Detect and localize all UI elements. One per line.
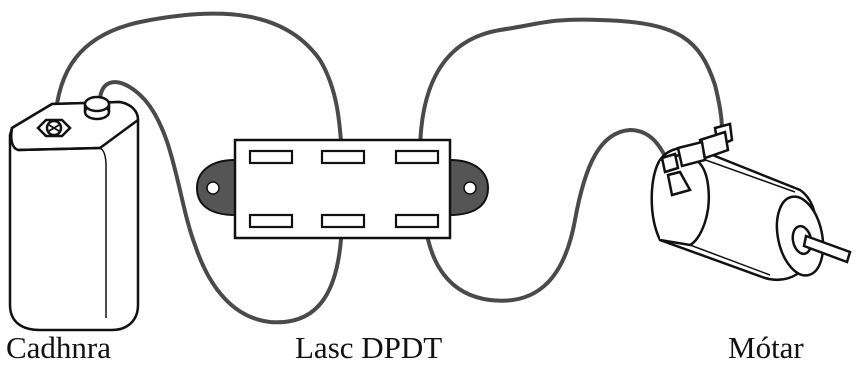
- switch-terminal-bottom-left: [248, 213, 294, 229]
- switch-terminal-bottom-middle: [320, 213, 366, 229]
- motor-shaft: [802, 234, 852, 264]
- switch-terminal-top-left: [248, 149, 294, 165]
- battery-side-edge: [99, 147, 107, 318]
- motor-body-edge: [699, 157, 796, 193]
- battery-label: Cadhnra: [6, 330, 112, 365]
- wire-switch-to-motor-top: [418, 17, 724, 157]
- battery-top-edge: [17, 146, 101, 152]
- dpdt-switch: [195, 138, 490, 240]
- switch-mount-hole-left: [206, 181, 220, 195]
- wires: [53, 11, 724, 325]
- motor-body-lower-edge: [689, 244, 771, 276]
- battery-negative-terminal: [36, 118, 72, 138]
- battery-positive-terminal: [83, 95, 111, 121]
- wire-battery-to-switch-top: [53, 11, 344, 157]
- battery: [8, 95, 140, 332]
- switch-terminals: [248, 149, 440, 229]
- switch-mount-hole-right: [463, 181, 477, 195]
- motor: [650, 122, 852, 281]
- switch-terminal-top-middle: [320, 149, 366, 165]
- wire-switch-to-motor-bottom: [423, 127, 670, 303]
- wire-battery-to-switch-bottom: [98, 80, 344, 325]
- motor-label: Mótar: [728, 330, 804, 365]
- switch-terminal-bottom-right: [394, 213, 440, 229]
- switch-terminal-top-right: [394, 149, 440, 165]
- switch-label: Lasc DPDT: [295, 330, 443, 365]
- motor-terminals: [660, 122, 734, 174]
- motor-vent: [666, 170, 692, 197]
- motor-terminal-bottom: [660, 152, 680, 174]
